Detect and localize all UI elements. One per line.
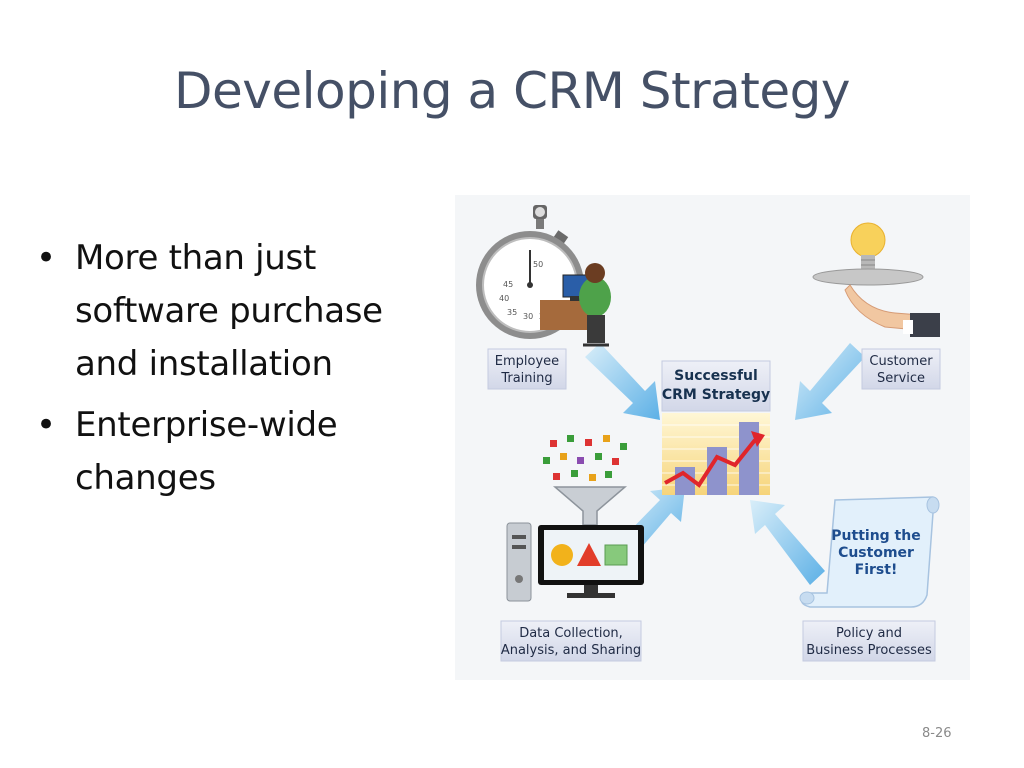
computer-tower-icon [506,522,532,602]
crm-strategy-diagram: Successful CRM Strategy [455,195,970,680]
bullet-item: • Enterprise-wide changes [30,399,440,505]
scroll-text-line1: Putting the [831,528,920,544]
employee-training-label-box [487,348,567,390]
center-label-box [661,360,771,412]
policy-line2: Business Processes [806,643,932,658]
arrow-employee-icon [585,343,660,420]
stopwatch-tick: 35 [507,308,517,317]
slide-title: Developing a CRM Strategy [173,62,851,120]
customer-service-label-box [861,348,941,390]
center-label-line1: Successful [674,368,758,384]
page-number: 8-26 [922,726,952,741]
diagram-svg: Successful CRM Strategy [455,195,970,680]
bullet-dot-icon: • [36,405,56,445]
bullet-item: • More than just software purchase and i… [30,232,440,391]
computer-monitor-icon [538,525,644,598]
chart-trend-line [664,438,757,488]
scroll-text-line3: First! [855,562,898,578]
center-label-line2: CRM Strategy [662,387,770,403]
stopwatch-tick: 45 [503,280,513,289]
lightbulb-icon [850,222,886,269]
scroll-text-line2: Customer [838,545,914,561]
policy-label-box [802,620,936,662]
bullet-list: • More than just software purchase and i… [30,232,440,513]
data-collection-line1: Data Collection, [519,626,623,641]
stopwatch-tick: 50 [533,260,543,269]
arrow-customer-icon [795,343,865,420]
bullet-text: More than just software purchase and ins… [75,238,383,384]
data-collection-label-box [500,620,642,662]
employee-at-desk-icon [540,263,611,347]
trend-arrowhead-icon [751,431,765,447]
center-chart: Successful CRM Strategy [661,360,771,495]
customer-service-line1: Customer [869,354,933,369]
customer-service-line2: Service [877,371,925,386]
employee-training-line1: Employee [495,354,559,369]
stopwatch-tick: 40 [499,294,509,303]
serving-tray-icon [812,268,940,337]
data-collection-line2: Analysis, and Sharing [501,643,641,658]
arrow-policy-icon [750,500,825,585]
bullet-dot-icon: • [36,238,56,278]
scroll-icon: Putting the Customer First! [799,496,940,608]
policy-line1: Policy and [836,626,902,641]
stopwatch-tick: 30 [523,312,533,321]
data-cubes-icon [543,435,627,481]
employee-training-line2: Training [500,371,552,386]
bullet-text: Enterprise-wide changes [75,405,338,498]
